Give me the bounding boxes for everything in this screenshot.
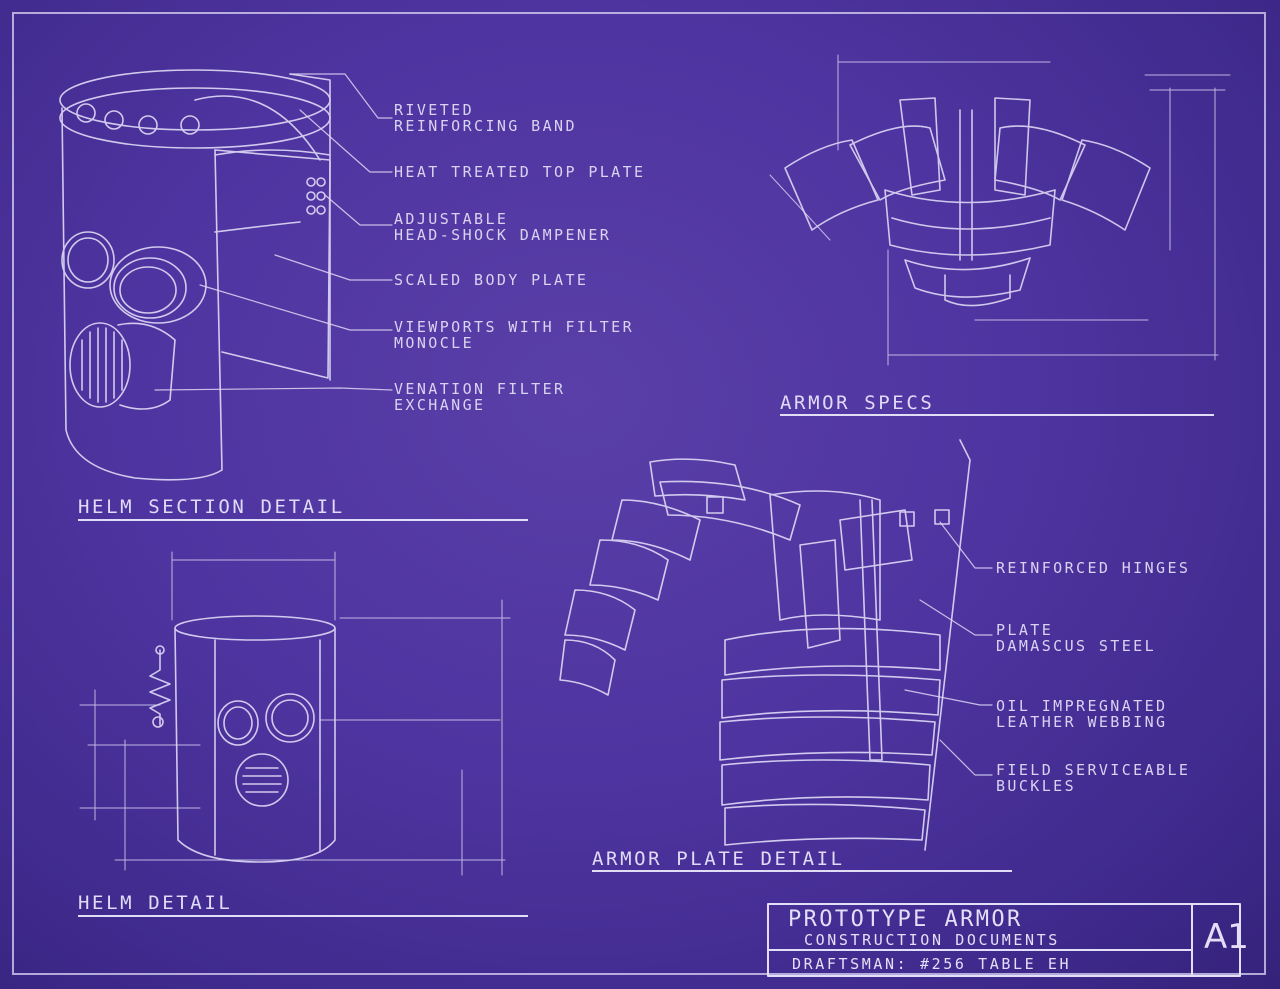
callout-line: Leather Webbing [996, 713, 1168, 731]
callout-line: Buckles [996, 777, 1077, 795]
callout-line: Heat Treated Top Plate [394, 163, 646, 181]
callout-line: Riveted [394, 101, 475, 119]
title-block-draftsman: Draftsman: #256 Table EH [792, 955, 1072, 973]
callout-buckles: Field Serviceable Buckles [996, 762, 1190, 794]
callout-line: Viewports with Filter [394, 318, 635, 336]
title-block-project: Prototype Armor [788, 907, 1023, 932]
callout-riveted-band: Riveted Reinforcing Band [394, 102, 577, 134]
helm-section-drawing [59, 69, 331, 481]
callout-line: Field Serviceable [996, 761, 1191, 779]
callout-line: Damascus Steel [996, 637, 1157, 655]
title-block-frame [767, 903, 1241, 977]
callout-line: Scaled Body Plate [394, 271, 589, 289]
callout-webbing: Oil Impregnated Leather Webbing [996, 698, 1167, 730]
callout-damascus: Plate Damascus Steel [996, 622, 1156, 654]
armor-specs-drawing [784, 97, 1151, 307]
callout-line: Head-Shock Dampener [394, 226, 612, 244]
helm-detail-underline [78, 915, 528, 917]
callout-line: Oil Impregnated [996, 697, 1168, 715]
callout-line: Reinforced Hinges [996, 559, 1191, 577]
callout-line: Adjustable [394, 210, 509, 228]
callout-viewports: Viewports with Filter Monocle [394, 319, 634, 351]
callout-filter: Venation Filter Exchange [394, 381, 565, 413]
armor-plate-underline [592, 870, 1012, 872]
armor-specs-dimensions [769, 54, 1231, 366]
callout-line: Reinforcing Band [394, 117, 577, 135]
callout-line: Venation Filter [394, 380, 566, 398]
helm-section-title: Helm Section Detail [78, 496, 345, 518]
armor-plate-title: Armor Plate Detail [592, 848, 845, 870]
helm-section-leaders [154, 73, 393, 391]
callout-body-plate: Scaled Body Plate [394, 272, 588, 288]
armor-plate-leaders [904, 521, 993, 776]
callout-line: Plate [996, 621, 1054, 639]
callout-line: Monocle [394, 334, 475, 352]
title-block-subtitle: Construction Documents [804, 931, 1060, 949]
helm-detail-dimensions [79, 551, 511, 876]
armor-plate-drawing [559, 439, 971, 851]
armor-specs-title: Armor Specs [780, 392, 935, 414]
helm-detail-title: Helm Detail [78, 892, 233, 914]
helm-detail-drawing [149, 615, 336, 863]
armor-specs-underline [780, 414, 1214, 416]
callout-line: Exchange [394, 396, 486, 414]
title-block-sheet-number: A1 [1204, 917, 1249, 957]
callout-top-plate: Heat Treated Top Plate [394, 164, 645, 180]
callout-hinges: Reinforced Hinges [996, 560, 1190, 576]
sheet-border [12, 12, 1266, 975]
callout-dampener: Adjustable Head-Shock Dampener [394, 211, 611, 243]
helm-section-underline [78, 519, 528, 521]
